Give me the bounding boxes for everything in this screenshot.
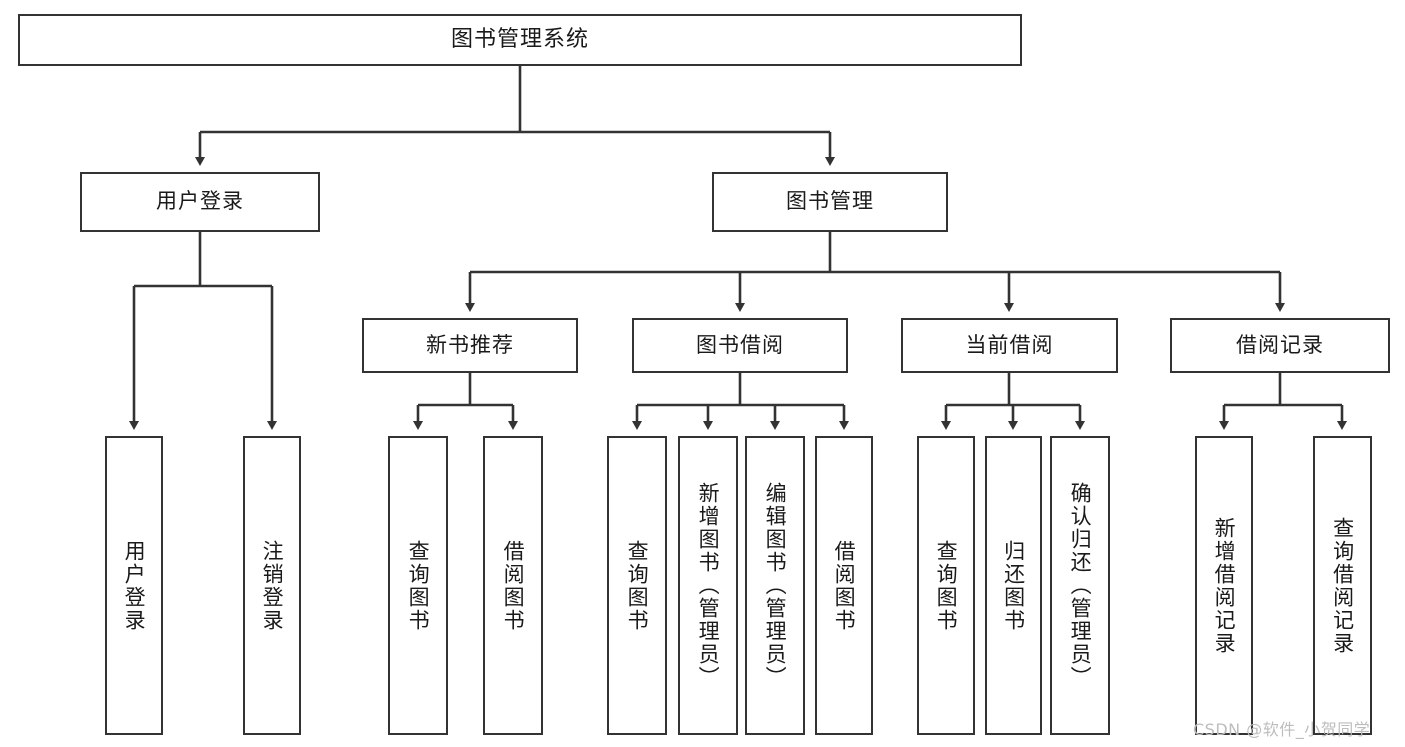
node-label: 编辑图书（管理员） — [763, 482, 788, 689]
node-label: 归还图书 — [1001, 539, 1026, 632]
leaf-node[interactable]: 查询图书 — [917, 436, 975, 735]
leaf-node[interactable]: 用户登录 — [105, 436, 163, 735]
node-new-book-recommend[interactable]: 新书推荐 — [362, 318, 578, 373]
node-label: 用户登录 — [122, 539, 147, 632]
node-label: 当前借阅 — [965, 332, 1054, 357]
node-current-borrow[interactable]: 当前借阅 — [901, 318, 1118, 373]
leaf-node[interactable]: 查询图书 — [388, 436, 448, 735]
leaf-node[interactable]: 查询借阅记录 — [1313, 436, 1372, 735]
node-label: 确认归还（管理员） — [1068, 482, 1093, 689]
node-label: 借阅图书 — [832, 539, 857, 632]
leaf-node[interactable]: 新增图书（管理员） — [678, 436, 738, 735]
node-label: 图书管理系统 — [450, 26, 589, 52]
node-label: 注销登录 — [260, 539, 285, 632]
node-root[interactable]: 图书管理系统 — [18, 14, 1022, 66]
node-label: 图书管理 — [786, 189, 874, 214]
node-label: 借阅记录 — [1236, 332, 1324, 357]
node-book-management[interactable]: 图书管理 — [712, 172, 948, 232]
leaf-node[interactable]: 查询图书 — [607, 436, 667, 735]
leaf-node[interactable]: 注销登录 — [243, 436, 301, 735]
node-label: 查询借阅记录 — [1330, 516, 1355, 655]
node-label: 查询图书 — [625, 539, 650, 632]
node-borrow-record[interactable]: 借阅记录 — [1170, 318, 1390, 373]
node-user-login[interactable]: 用户登录 — [80, 172, 320, 232]
node-label: 用户登录 — [156, 189, 244, 214]
leaf-node[interactable]: 借阅图书 — [483, 436, 543, 735]
leaf-node[interactable]: 新增借阅记录 — [1195, 436, 1253, 735]
leaf-node[interactable]: 确认归还（管理员） — [1050, 436, 1110, 735]
leaf-node[interactable]: 编辑图书（管理员） — [745, 436, 805, 735]
leaf-node[interactable]: 借阅图书 — [815, 436, 873, 735]
node-label: 新书推荐 — [426, 332, 514, 357]
leaf-node[interactable]: 归还图书 — [985, 436, 1042, 735]
node-label: 借阅图书 — [501, 539, 526, 632]
node-label: 查询图书 — [934, 539, 959, 632]
node-label: 新增借阅记录 — [1212, 516, 1237, 655]
watermark-text: CSDN @软件_小贺同学 — [1193, 720, 1371, 739]
node-book-borrow[interactable]: 图书借阅 — [632, 318, 848, 373]
node-label: 查询图书 — [406, 539, 431, 632]
node-label: 图书借阅 — [696, 332, 784, 357]
node-label: 新增图书（管理员） — [696, 482, 721, 689]
